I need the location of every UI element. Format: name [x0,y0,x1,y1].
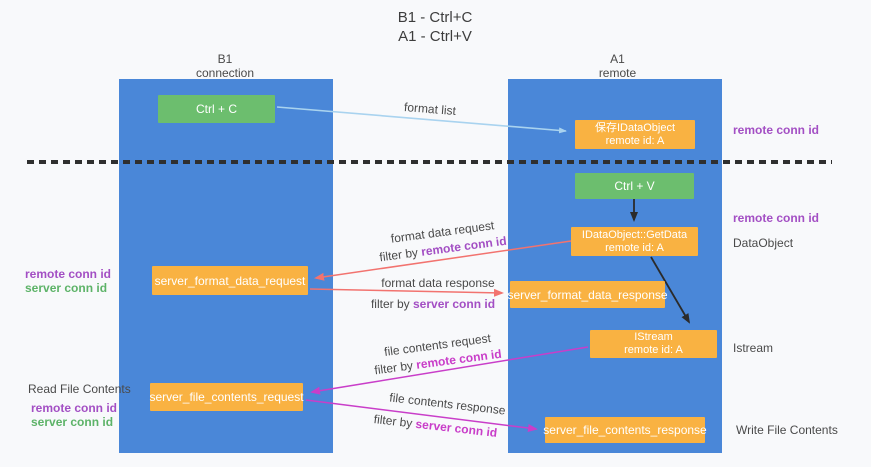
server-conn-id-annotation-left-2: server conn id [31,415,114,429]
server-file-contents-response-label: server_file_contents_response [543,423,707,437]
dashed-separator-line [27,160,832,164]
ctrl-c-box: Ctrl + C [158,95,275,123]
title-line-2: A1 - Ctrl+V [398,28,472,45]
server-format-data-request-label: server_format_data_request [154,273,306,288]
idataobject-getdata-line1: IDataObject::GetData [581,228,688,241]
istream-box: IStream remote id: A [590,330,717,358]
format-list-label: format list [403,99,457,119]
idataobject-getdata-box: IDataObject::GetData remote id: A [571,227,698,256]
ctrl-v-label: Ctrl + V [614,179,655,193]
title-line-1: B1 - Ctrl+C [397,9,473,26]
save-idataobject-line2: remote id: A [605,134,665,147]
ctrl-v-box: Ctrl + V [575,173,694,199]
server-conn-id-keyword: server conn id [413,297,496,311]
filter-by-text: filter by [378,245,419,265]
write-file-contents-annotation: Write File Contents [736,423,838,437]
server-format-data-request-box: server_format_data_request [152,266,308,295]
diagram-title: B1 - Ctrl+C A1 - Ctrl+V [330,8,540,46]
server-file-contents-request-box: server_file_contents_request [149,383,304,411]
filter-by-text: filter by [373,358,414,378]
read-file-contents-annotation: Read File Contents [28,382,131,396]
remote-conn-id-annotation-left-2: remote conn id [31,401,118,415]
server-format-data-response-label: server_format_data_response [507,287,668,302]
istream-annotation: Istream [733,341,774,355]
left-column-header: B1 connection [160,52,290,80]
remote-conn-id-annotation-mid: remote conn id [733,211,820,225]
left-column-header-line2: connection [195,66,255,80]
server-file-contents-response-box: server_file_contents_response [543,417,707,443]
filter-by-text: filter by [370,297,410,311]
left-column-header-line1: B1 [217,52,233,66]
ctrl-c-label: Ctrl + C [195,102,237,116]
remote-conn-id-annotation-left-1: remote conn id [25,267,112,281]
idataobject-getdata-line2: remote id: A [605,241,664,254]
filter-by-server-conn-id-label-1: filter by server conn id [368,297,498,311]
save-idataobject-box: 保存IDataObject remote id: A [575,120,695,149]
right-column-header-line2: remote [598,66,637,80]
remote-conn-id-annotation-top: remote conn id [733,123,820,137]
server-file-contents-request-label: server_file_contents_request [149,390,304,404]
format-data-response-label: format data response [381,276,495,290]
server-conn-id-keyword: server conn id [414,416,498,440]
dataobject-annotation: DataObject [733,236,794,250]
right-column-header: A1 remote [555,52,680,80]
istream-line2: remote id: A [624,344,683,356]
right-column-header-line1: A1 [610,52,625,66]
istream-line1: IStream [634,331,673,343]
save-idataobject-line1: 保存IDataObject [594,121,676,134]
filter-by-text: filter by [373,412,414,431]
server-format-data-response-box: server_format_data_response [507,281,668,308]
filter-by-server-conn-id-label-2: filter by server conn id [368,411,504,440]
server-conn-id-annotation-left-1: server conn id [25,281,108,295]
